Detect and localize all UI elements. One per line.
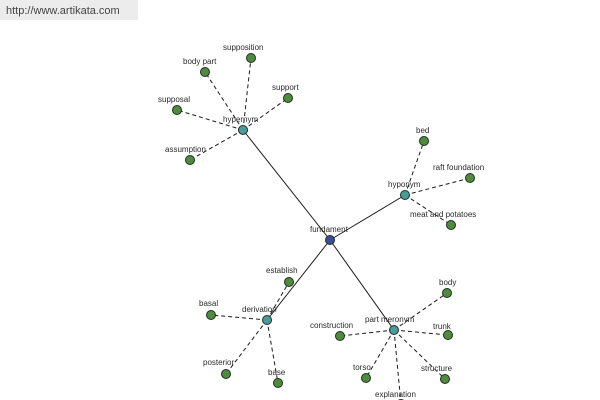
term-node-basal[interactable]: basal xyxy=(199,299,218,320)
term-node-raft-foundation[interactable]: raft foundation xyxy=(433,163,484,183)
edge-hypernym-supposal xyxy=(176,109,244,131)
term-node-torso-label[interactable]: torso xyxy=(353,363,371,372)
edge-root-part-meronym xyxy=(329,239,395,331)
edge-part-meronym-trunk xyxy=(393,329,449,336)
term-node-posterior-dot[interactable] xyxy=(221,369,231,379)
term-node-raft-foundation-dot[interactable] xyxy=(465,173,475,183)
term-node-torso[interactable]: torso xyxy=(353,363,371,383)
nodes-layer: supposition body part support supposal assum… xyxy=(158,43,484,400)
term-node-support-dot[interactable] xyxy=(283,93,293,103)
term-node-body-label[interactable]: body xyxy=(439,278,456,287)
term-node-structure-dot[interactable] xyxy=(440,374,450,384)
relation-node-part-meronym[interactable]: part meronym xyxy=(365,315,415,335)
edge-derivation-base xyxy=(266,319,279,384)
term-node-supposition-label[interactable]: supposition xyxy=(223,43,263,52)
term-node-assumption-label[interactable]: assumption xyxy=(165,145,206,154)
term-node-body[interactable]: body xyxy=(439,278,456,298)
edge-hyponym-bed xyxy=(404,140,425,196)
edges-layer xyxy=(176,57,471,400)
term-node-construction[interactable]: construction xyxy=(310,321,353,341)
edge-hyponym-meat-and-potatoes xyxy=(404,194,452,226)
relation-node-derivation[interactable]: derivation xyxy=(242,305,277,325)
term-node-supposal-label[interactable]: supposal xyxy=(158,95,190,104)
term-node-supposal[interactable]: supposal xyxy=(158,95,190,115)
relation-node-hypernym-dot[interactable] xyxy=(238,125,248,135)
term-node-supposition-dot[interactable] xyxy=(246,53,256,63)
term-node-base-label[interactable]: base xyxy=(268,368,286,377)
relation-node-derivation-dot[interactable] xyxy=(262,315,272,325)
edge-root-hyponym xyxy=(329,194,406,241)
term-node-construction-dot[interactable] xyxy=(335,331,345,341)
edge-derivation-basal xyxy=(210,314,268,321)
term-node-support[interactable]: support xyxy=(272,83,299,103)
term-node-supposal-dot[interactable] xyxy=(172,105,182,115)
edge-root-derivation xyxy=(266,239,331,321)
term-node-assumption-dot[interactable] xyxy=(185,155,195,165)
edge-part-meronym-construction xyxy=(339,329,395,337)
term-node-base[interactable]: base xyxy=(268,368,286,388)
relation-node-derivation-label[interactable]: derivation xyxy=(242,305,277,314)
term-node-establish-label[interactable]: establish xyxy=(266,266,298,275)
term-node-meat-and-potatoes-dot[interactable] xyxy=(446,220,456,230)
term-node-structure-label[interactable]: structure xyxy=(421,364,453,373)
term-node-structure[interactable]: structure xyxy=(421,364,453,384)
root-node-fundament[interactable]: fundament xyxy=(310,225,349,245)
term-node-construction-label[interactable]: construction xyxy=(310,321,353,330)
term-node-trunk[interactable]: trunk xyxy=(433,322,453,340)
relation-node-hyponym[interactable]: hyponym xyxy=(388,180,421,200)
term-node-body-part[interactable]: body part xyxy=(183,57,217,77)
edge-part-meronym-body xyxy=(393,292,448,331)
term-node-body-part-dot[interactable] xyxy=(200,67,210,77)
term-node-trunk-dot[interactable] xyxy=(443,330,453,340)
term-node-bed-label[interactable]: bed xyxy=(416,126,429,135)
term-node-establish[interactable]: establish xyxy=(266,266,298,287)
term-node-assumption[interactable]: assumption xyxy=(165,145,206,165)
term-node-support-label[interactable]: support xyxy=(272,83,299,92)
term-node-basal-label[interactable]: basal xyxy=(199,299,218,308)
relation-node-part-meronym-label[interactable]: part meronym xyxy=(365,315,415,324)
term-node-posterior[interactable]: posterior xyxy=(203,358,234,379)
relation-node-part-meronym-dot[interactable] xyxy=(389,325,399,335)
edge-part-meronym-explanation xyxy=(393,329,402,400)
term-node-body-dot[interactable] xyxy=(442,288,452,298)
term-node-bed[interactable]: bed xyxy=(416,126,429,146)
edge-derivation-establish xyxy=(266,281,290,321)
relation-node-hypernym-label[interactable]: hypernym xyxy=(223,115,258,124)
term-node-body-part-label[interactable]: body part xyxy=(183,57,217,66)
term-node-trunk-label[interactable]: trunk xyxy=(433,322,452,331)
edge-part-meronym-torso xyxy=(365,329,395,379)
root-node-fundament-label[interactable]: fundament xyxy=(310,225,349,234)
relation-node-hypernym[interactable]: hypernym xyxy=(223,115,258,135)
term-node-meat-and-potatoes[interactable]: meat and potatoes xyxy=(410,210,476,230)
term-node-basal-dot[interactable] xyxy=(206,310,216,320)
term-node-explanation-label[interactable]: explanation xyxy=(375,390,416,399)
relation-node-hyponym-dot[interactable] xyxy=(400,190,410,200)
edge-hypernym-support xyxy=(242,97,289,131)
root-node-fundament-dot[interactable] xyxy=(325,235,335,245)
term-node-bed-dot[interactable] xyxy=(419,136,429,146)
source-url-banner[interactable]: http://www.artikata.com xyxy=(0,0,138,20)
edge-derivation-posterior xyxy=(225,319,268,375)
edge-part-meronym-structure xyxy=(393,329,446,380)
term-node-base-dot[interactable] xyxy=(273,378,283,388)
relation-node-hyponym-label[interactable]: hyponym xyxy=(388,180,421,189)
term-node-torso-dot[interactable] xyxy=(361,373,371,383)
term-node-raft-foundation-label[interactable]: raft foundation xyxy=(433,163,484,172)
term-node-posterior-label[interactable]: posterior xyxy=(203,358,234,367)
term-node-supposition[interactable]: supposition xyxy=(223,43,263,63)
term-node-establish-dot[interactable] xyxy=(284,277,294,287)
term-node-meat-and-potatoes-label[interactable]: meat and potatoes xyxy=(410,210,476,219)
term-node-explanation[interactable]: explanation xyxy=(375,390,416,400)
edge-root-hypernym xyxy=(242,129,331,241)
edge-hypernym-body-part xyxy=(204,71,244,131)
edge-hypernym-supposition xyxy=(242,57,252,131)
edge-hypernym-assumption xyxy=(189,129,244,161)
